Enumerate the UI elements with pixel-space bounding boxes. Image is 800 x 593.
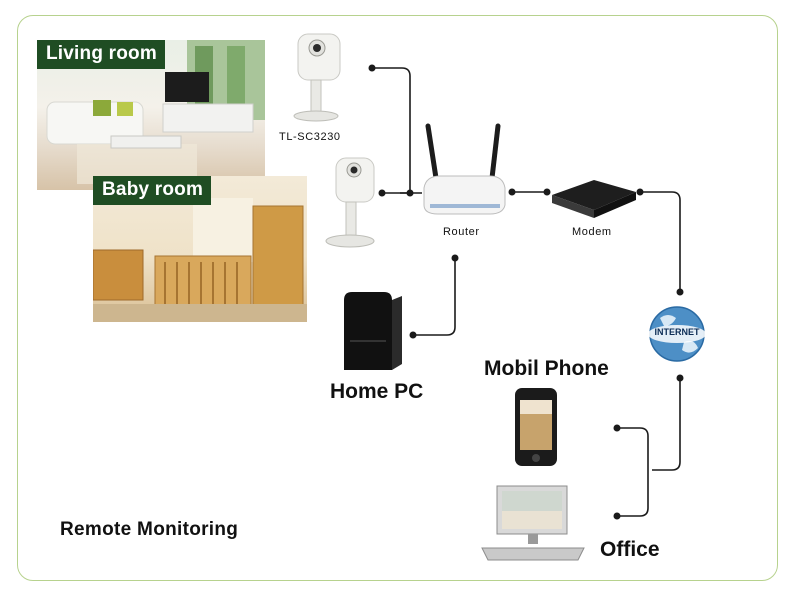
baby-room-photo: Baby room [93, 176, 307, 322]
modem-icon [552, 180, 636, 218]
mobile-phone-label: Mobil Phone [484, 357, 609, 380]
diagram-title: Remote Monitoring [60, 519, 239, 540]
room-label-baby: Baby room [93, 176, 212, 205]
camera-model-label: TL-SC3230 [279, 131, 341, 143]
modem-label: Modem [572, 226, 612, 238]
router-icon [423, 123, 506, 215]
internet-globe-icon [648, 306, 706, 362]
wire-mobile-branch [617, 427, 649, 517]
camera-icon [325, 157, 375, 248]
mobile-phone-icon [515, 388, 557, 466]
home-pc-icon [344, 292, 402, 370]
office-computer-icon [481, 485, 585, 561]
living-room-photo: Living room [37, 40, 265, 190]
camera-icon [293, 33, 341, 122]
wire-router-homepc [413, 258, 456, 336]
router-label: Router [443, 226, 480, 238]
internet-label: INTERNET [654, 327, 700, 337]
wire-modem-internet [640, 191, 681, 292]
wire-internet-office [652, 378, 681, 471]
wire-camera1-router [372, 67, 411, 194]
home-pc-label: Home PC [330, 380, 424, 403]
diagram-frame [17, 15, 778, 581]
room-label-living: Living room [37, 40, 165, 69]
office-label: Office [600, 538, 660, 561]
